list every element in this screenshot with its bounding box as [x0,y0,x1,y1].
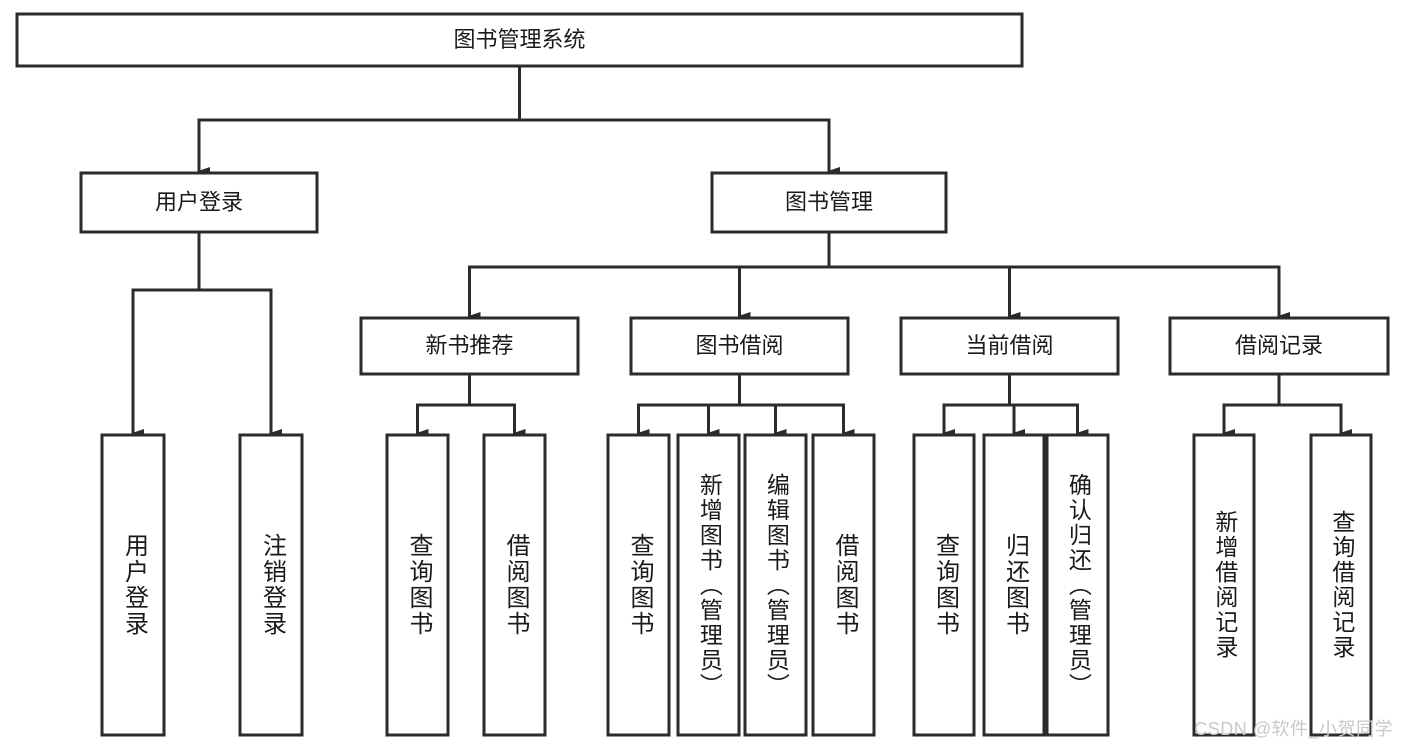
node-level3-label-2: 当前借阅 [965,333,1053,358]
box-layer [15,12,1390,737]
node-root-label: 图书管理系统 [453,27,585,52]
node-leaf-box-10[interactable] [1045,433,1110,737]
node-leaf-box-7[interactable] [811,433,876,737]
node-leaf-box-1[interactable] [238,433,304,737]
node-level2-box-0[interactable] [79,171,319,234]
node-level3-box-2[interactable] [899,316,1120,376]
node-level2-box-1[interactable] [710,171,948,234]
watermark: CSDN @软件_小贺同学 [1194,719,1393,739]
node-root-box[interactable] [15,12,1024,68]
node-leaf-box-5[interactable] [676,433,741,737]
node-leaf-box-2[interactable] [385,433,450,737]
node-leaf-box-8[interactable] [912,433,976,737]
node-level3-label-3: 借阅记录 [1235,333,1323,358]
node-level3-box-3[interactable] [1168,316,1390,376]
node-leaf-box-4[interactable] [606,433,671,737]
node-level3-label-1: 图书借阅 [695,333,783,358]
node-leaf-box-3[interactable] [482,433,547,737]
node-leaf-box-12[interactable] [1309,433,1373,737]
node-level3-label-0: 新书推荐 [425,333,513,358]
node-level2-label-1: 图书管理 [785,189,873,214]
node-leaf-box-6[interactable] [743,433,808,737]
connector-layer [131,64,1352,437]
node-leaf-box-11[interactable] [1192,433,1256,737]
node-leaf-box-9[interactable] [982,433,1046,737]
node-level2-label-0: 用户登录 [155,189,243,214]
node-leaf-box-0[interactable] [100,433,166,737]
node-level3-box-0[interactable] [359,316,580,376]
node-level3-box-1[interactable] [629,316,850,376]
